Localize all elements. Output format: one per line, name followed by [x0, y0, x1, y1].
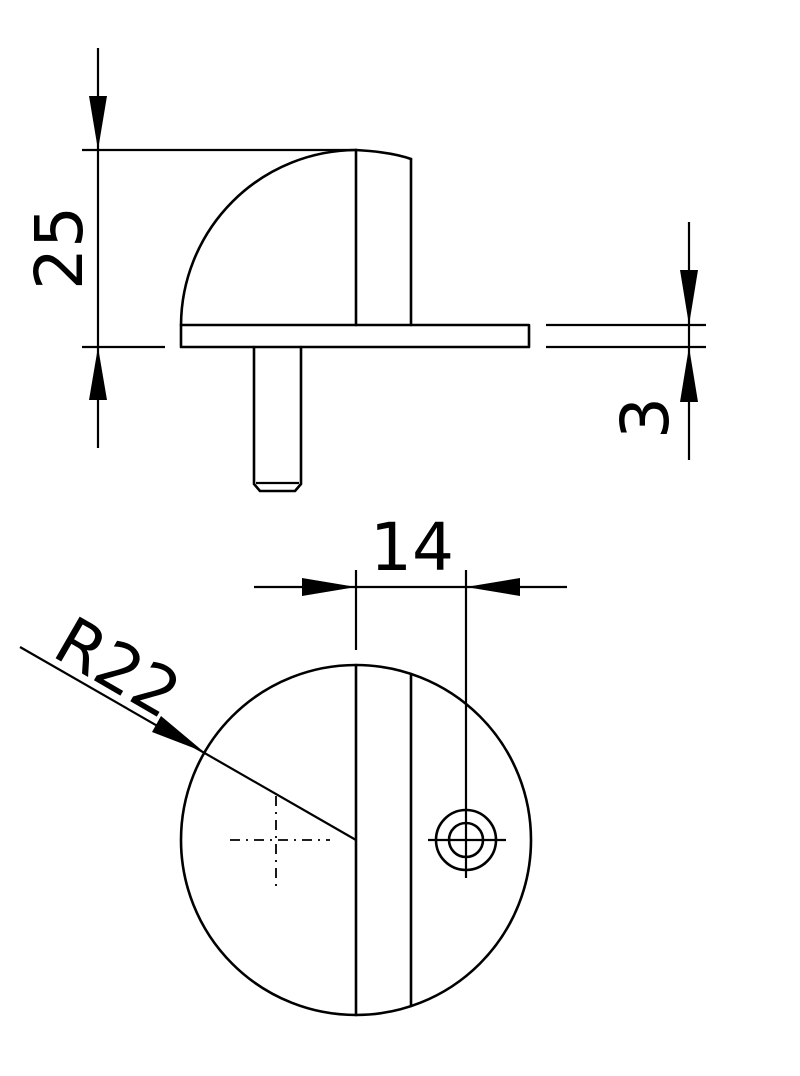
top-view: 14 R22: [19, 509, 567, 1017]
mounting-pin: [252, 345, 303, 493]
base-plate: [179, 323, 531, 349]
side-view: 25 3: [21, 48, 706, 493]
dim3-label: 3: [607, 397, 684, 439]
dim3-arrow-bottom: [680, 347, 698, 402]
dim25-arrow-bottom: [89, 347, 107, 400]
radius-label: R22: [42, 602, 193, 734]
dim25-arrow-top: [89, 96, 107, 150]
dim14-arrow-left: [302, 578, 356, 596]
radius-arrow: [152, 716, 204, 752]
dim3-arrow-top: [680, 270, 698, 325]
dim14-label: 14: [370, 509, 454, 586]
dome-cap-curve: [354, 148, 413, 161]
dim14-arrow-right: [466, 578, 520, 596]
dim25-label: 25: [21, 206, 98, 290]
dome-profile: [179, 148, 358, 327]
